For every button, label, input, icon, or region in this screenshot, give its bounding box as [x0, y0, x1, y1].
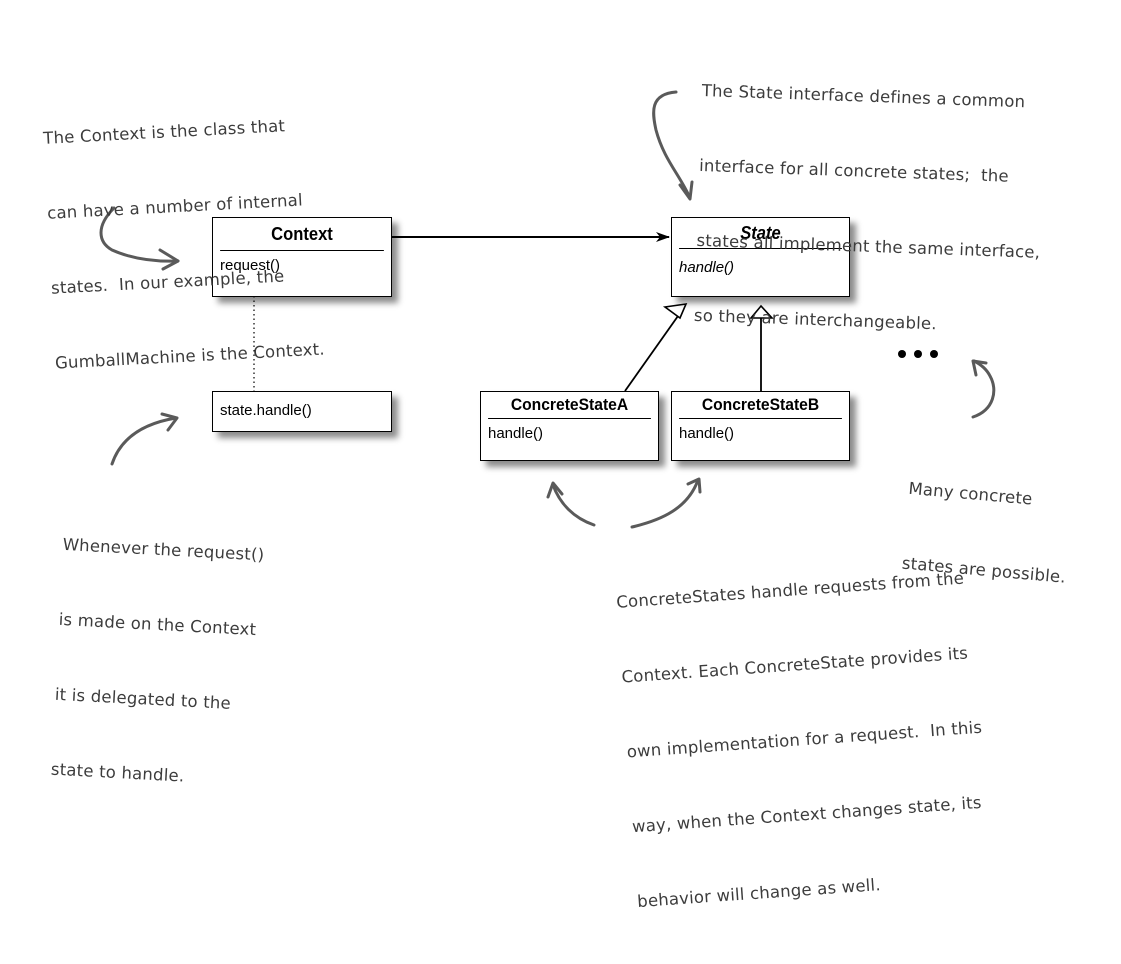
class-concrete-state-b-name: ConcreteStateB [679, 392, 842, 419]
annotation-line: states are possible. [901, 553, 1067, 587]
annotation-request: Whenever the request() is made on the Co… [48, 482, 268, 842]
diagram-canvas: Context request() State handle() state.h… [40, 28, 1078, 911]
class-state[interactable]: State handle() [671, 217, 850, 297]
note-box-state-handle[interactable]: state.handle() [212, 391, 392, 432]
annotation-line: Context. Each ConcreteState provides its [620, 643, 969, 687]
class-context[interactable]: Context request() [212, 217, 392, 297]
annotation-line: behavior will change as well. [636, 875, 882, 912]
annotation-line: is made on the Context [58, 609, 257, 640]
generalization-a-triangle [662, 303, 688, 320]
ellipsis-dot [930, 350, 938, 358]
annotation-line: Whenever the request() [62, 534, 265, 565]
class-concrete-state-b-method: handle() [679, 425, 735, 442]
class-concrete-state-a[interactable]: ConcreteStateA handle() [480, 391, 659, 461]
class-concrete-state-b[interactable]: ConcreteStateB handle() [671, 391, 850, 461]
annotation-line: own implementation for a request. In thi… [626, 717, 983, 762]
annotation-state-interface: The State interface defines a common int… [692, 28, 1048, 390]
annotation-line: states all implement the same interface, [696, 230, 1041, 262]
concrete-note-arrow-left [546, 481, 596, 527]
class-context-method: request() [220, 257, 281, 274]
annotation-context: The Context is the class that can have a… [40, 62, 328, 426]
annotation-many-states: Many concrete states are possible. [897, 426, 1078, 640]
class-state-method: handle() [679, 259, 735, 276]
annotation-line: GumballMachine is the Context. [54, 339, 326, 373]
class-state-name: State [679, 218, 842, 249]
annotation-line: state to handle. [50, 759, 185, 786]
annotation-line: it is delegated to the [54, 684, 232, 713]
annotation-line: The Context is the class that [42, 116, 286, 148]
annotation-line: can have a number of internal [46, 190, 304, 223]
generalization-a-line [624, 315, 679, 392]
annotation-line: states. In our example, the [50, 266, 285, 298]
annotation-line: so they are interchangeable. [693, 305, 938, 334]
ellipsis-dot [914, 350, 922, 358]
annotation-line: interface for all concrete states; the [698, 155, 1010, 186]
note-box-text: state.handle() [220, 402, 312, 419]
annotation-line: way, when the Context changes state, its [631, 792, 983, 837]
concrete-note-arrow-right [630, 477, 702, 529]
annotation-line: Many concrete [907, 478, 1034, 509]
ellipsis-dot [898, 350, 906, 358]
class-concrete-state-a-method: handle() [488, 425, 544, 442]
class-concrete-state-a-name: ConcreteStateA [488, 392, 651, 419]
annotation-line: The State interface defines a common [701, 80, 1026, 112]
state-note-arrow [652, 90, 694, 201]
class-context-name: Context [220, 218, 384, 251]
